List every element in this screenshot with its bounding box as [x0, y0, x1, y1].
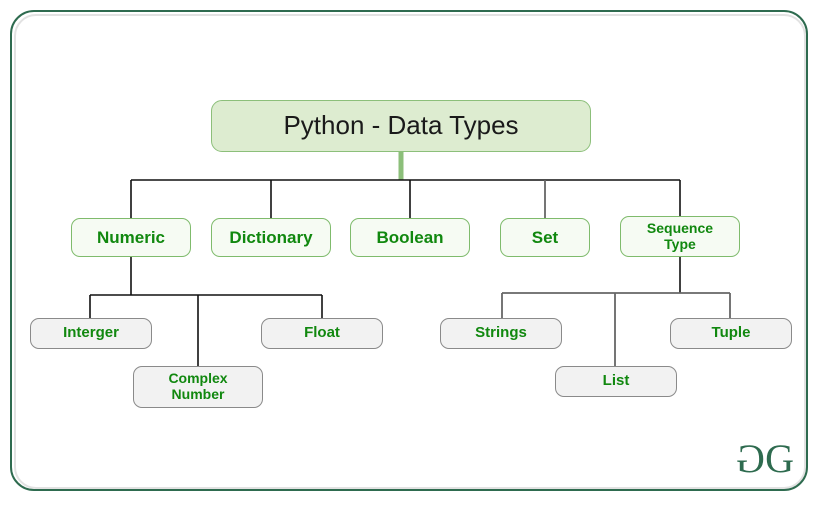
logo-mirrored-g: G: [736, 436, 766, 481]
node-strings[interactable]: Strings: [440, 318, 562, 349]
node-sequence-type-label-line2: Type: [664, 235, 696, 252]
inner-frame-border: [14, 14, 806, 489]
node-root-python-data-types[interactable]: Python - Data Types: [211, 100, 591, 152]
node-dictionary-label: Dictionary: [229, 227, 313, 247]
node-set-label: Set: [531, 227, 559, 247]
node-complex-number-label-line1: Complex: [168, 370, 228, 387]
node-sequence-type-label-line1: Sequence: [646, 219, 714, 236]
outer-frame-border: [10, 10, 808, 491]
logo-g: G: [765, 436, 794, 481]
node-tuple-label: Tuple: [711, 324, 751, 342]
node-boolean[interactable]: Boolean: [350, 218, 470, 257]
node-tuple[interactable]: Tuple: [670, 318, 792, 349]
node-boolean-label: Boolean: [376, 227, 444, 247]
node-float[interactable]: Float: [261, 318, 383, 349]
node-complex-number-label-line2: Number: [171, 386, 225, 402]
node-dictionary[interactable]: Dictionary: [211, 218, 331, 257]
node-interger-label: Interger: [63, 324, 119, 342]
node-complex-number[interactable]: Complex Number: [133, 366, 263, 408]
node-list[interactable]: List: [555, 366, 677, 397]
node-interger[interactable]: Interger: [30, 318, 152, 349]
node-set[interactable]: Set: [500, 218, 590, 257]
geeksforgeeks-logo: GG: [736, 436, 794, 481]
node-numeric-label: Numeric: [96, 227, 166, 247]
node-float-label: Float: [304, 324, 340, 342]
node-numeric[interactable]: Numeric: [71, 218, 191, 257]
node-sequence-type[interactable]: Sequence Type: [620, 216, 740, 257]
node-root-label: Python - Data Types: [283, 110, 519, 141]
node-list-label: List: [602, 372, 630, 390]
node-strings-label: Strings: [475, 324, 527, 342]
